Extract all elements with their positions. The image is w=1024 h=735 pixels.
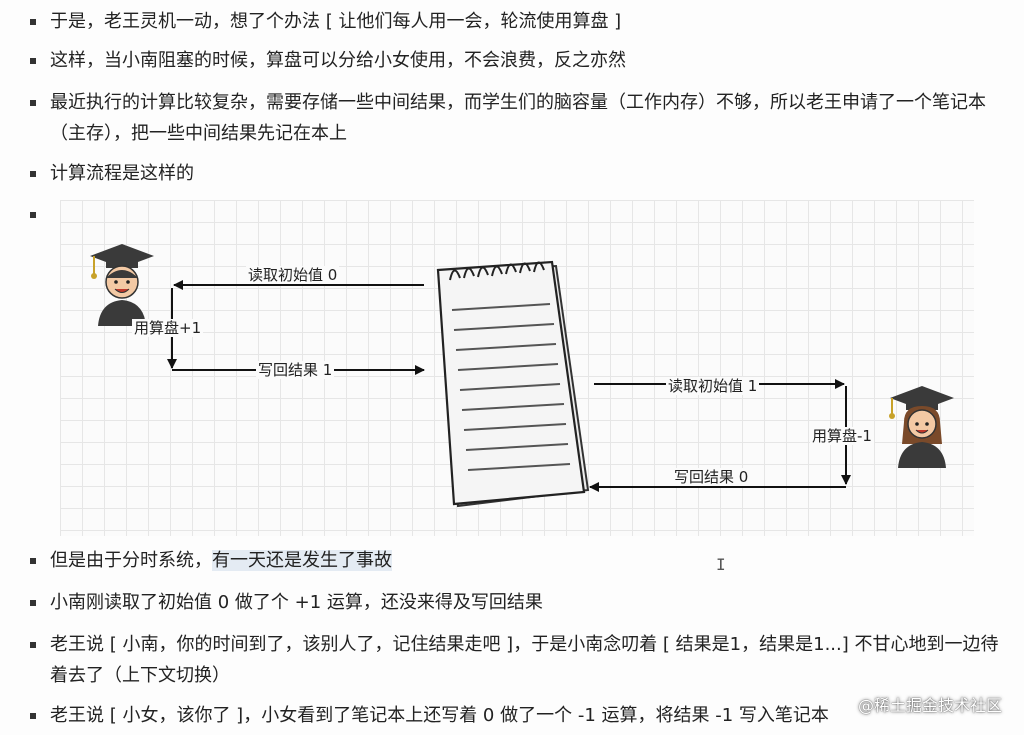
label-abacus-minus-1: 用算盘-1 (810, 427, 874, 445)
item-text: 老王说 [ 小南，你的时间到了，该别人了，记住结果走吧 ]，于是小南念叨着 [ … (50, 634, 999, 686)
diagram-drawing (90, 244, 954, 508)
bullet-marker (30, 212, 36, 218)
item-text: 这样，当小南阻塞的时候，算盘可以分给小女使用，不会浪费，反之亦然 (50, 50, 626, 71)
label-write-back-0: 写回结果 0 (672, 468, 751, 486)
highlighted-text: 有一天还是发生了事故 (212, 550, 392, 571)
student-xiaonv-icon (889, 386, 954, 468)
label-read-initial-0: 读取初始值 0 (246, 266, 340, 284)
item-text: 老王说 [ 小女，该你了 ]，小女看到了笔记本上还写着 0 做了一个 -1 运算… (50, 705, 829, 726)
bullet-marker (30, 100, 36, 106)
label-write-back-1: 写回结果 1 (256, 361, 335, 379)
watermark-text: @稀土掘金技术社区 (857, 696, 1002, 715)
calculation-flow-diagram: 读取初始值 0 用算盘+1 写回结果 1 读取初始值 1 用算盘-1 写回结果 … (60, 200, 974, 536)
bullet-marker (30, 600, 36, 606)
label-read-initial-1: 读取初始值 1 (666, 377, 760, 395)
item-text: 小南刚读取了初始值 0 做了个 +1 运算，还没来得及写回结果 (50, 592, 543, 613)
item-text: 但是由于分时系统，有一天还是发生了事故 (50, 545, 1010, 576)
watermark: @稀土掘金技术社区 (858, 692, 1002, 716)
bullet-marker (30, 642, 36, 648)
item-text: 计算流程是这样的 (50, 163, 194, 184)
notebook-icon (436, 260, 590, 508)
item-text: 于是，老王灵机一动，想了个办法 [ 让他们每人用一会，轮流使用算盘 ] (50, 11, 622, 32)
label-abacus-plus-1: 用算盘+1 (132, 319, 204, 337)
item-text-plain: 但是由于分时系统， (50, 550, 212, 571)
left-flow-arrows (167, 280, 425, 375)
text-cursor-icon: I (716, 555, 726, 574)
bullet-marker (30, 19, 36, 25)
bullet-marker (30, 171, 36, 177)
bullet-marker (30, 58, 36, 64)
bullet-marker (30, 713, 36, 719)
item-text: 最近执行的计算比较复杂，需要存储一些中间结果，而学生们的脑容量（工作内存）不够，… (50, 92, 986, 144)
student-xiaonan-icon (90, 244, 154, 326)
bullet-marker (30, 558, 36, 564)
